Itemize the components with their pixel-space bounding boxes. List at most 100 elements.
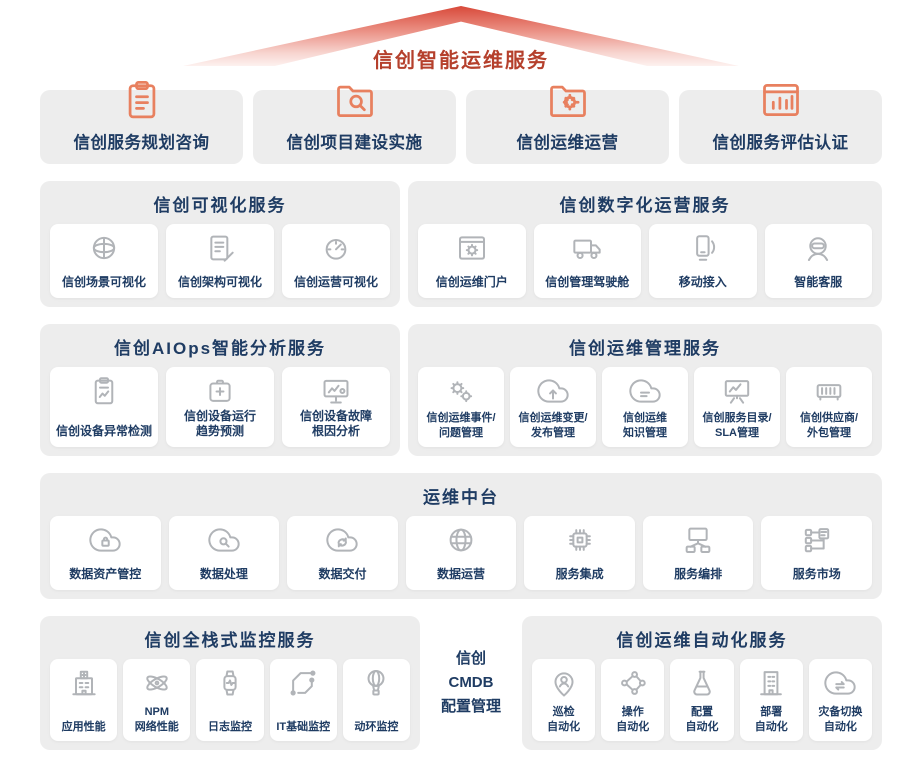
panel-itsm-management: 信创运维管理服务 信创运维事件/ 问题管理 信创运维变更/ 发布管理 信创运维 …	[408, 324, 882, 456]
service-card-label: 信创运维门户	[435, 275, 508, 290]
top-service-label: 信创服务评估认证	[712, 134, 849, 152]
service-card: 数据运营	[405, 516, 517, 590]
service-card: IT基础监控	[269, 659, 337, 741]
monitor-chart-icon	[320, 375, 352, 407]
service-card: 信创运维 知识管理	[602, 367, 688, 447]
portal-window-gear-icon	[456, 232, 488, 264]
anomaly-report-icon	[88, 375, 120, 407]
service-card-label: 配置 自动化	[685, 706, 719, 733]
service-card: 信创场景可视化	[50, 224, 158, 298]
service-card-label: 移动接入	[678, 275, 727, 290]
panel-title: 信创AIOps智能分析服务	[113, 339, 327, 358]
service-card: 信创设备故障 根因分析	[282, 367, 390, 447]
service-card: 信创运维门户	[418, 224, 526, 298]
service-card-label: 信创运维事件/ 问题管理	[426, 412, 496, 439]
panel-items: 巡检 自动化 操作 自动化 配置 自动化 部署 自动化	[532, 659, 873, 741]
top-service-card-planning: 信创服务规划咨询	[40, 90, 243, 164]
service-card-label: 灾备切换 自动化	[818, 706, 863, 733]
service-card-label: 数据交付	[318, 567, 367, 582]
panel-visualization: 信创可视化服务 信创场景可视化 信创架构可视化 信创运营可视化	[40, 181, 400, 307]
service-card-label: 信创设备异常检测	[55, 424, 152, 439]
clipboard-list-icon	[120, 78, 164, 122]
smartwatch-icon	[214, 667, 246, 699]
gears-icon	[445, 375, 477, 407]
service-card: 巡检 自动化	[532, 659, 596, 741]
service-card-label: 信创运维 知识管理	[623, 412, 667, 439]
folder-gear-icon	[546, 78, 590, 122]
panel-items: 信创运维事件/ 问题管理 信创运维变更/ 发布管理 信创运维 知识管理 信创服务…	[418, 367, 872, 447]
sla-board-icon	[721, 375, 753, 407]
diagram-content: 信创服务规划咨询 信创项目建设实施 信创运维运营 信创服务评估认证 信创可视化服…	[40, 90, 882, 750]
cloud-failover-icon	[824, 667, 856, 699]
service-card: 信创运维事件/ 问题管理	[418, 367, 504, 447]
circuit-icon	[287, 667, 319, 699]
service-card: 数据处理	[168, 516, 280, 590]
cloud-knowledge-icon	[629, 375, 661, 407]
cloud-upload-icon	[537, 375, 569, 407]
globe-scene-icon	[88, 232, 120, 264]
row-aiops-management: 信创AIOps智能分析服务 信创设备异常检测 信创设备运行 趋势预测 信创设备故…	[40, 324, 882, 456]
service-card-label: 数据处理	[199, 567, 248, 582]
service-card-label: 信创设备故障 根因分析	[299, 408, 372, 439]
service-card-label: 数据资产管控	[69, 567, 142, 582]
service-card: 信创供应商/ 外包管理	[786, 367, 872, 447]
service-card: NPM 网络性能	[123, 659, 191, 741]
panel-items: 应用性能 NPM 网络性能 日志监控 IT基础监控	[50, 659, 411, 741]
service-card: 灾备切换 自动化	[808, 659, 873, 741]
container-icon	[813, 375, 845, 407]
row-visualization-digital: 信创可视化服务 信创场景可视化 信创架构可视化 信创运营可视化	[40, 181, 882, 307]
service-card: 服务集成	[524, 516, 635, 590]
top-service-card-operations: 信创运维运营	[466, 90, 669, 164]
service-card-label: 信创服务目录/ SLA管理	[702, 412, 772, 439]
service-card-label: 服务市场	[792, 567, 841, 582]
main-title: 信创智能运维服务	[373, 50, 549, 72]
top-services-row: 信创服务规划咨询 信创项目建设实施 信创运维运营 信创服务评估认证	[40, 90, 882, 164]
chart-window-icon	[759, 78, 803, 122]
service-card-label: 应用性能	[61, 720, 106, 733]
row-middle-platform: 运维中台 数据资产管控 数据处理 数据交付	[40, 473, 882, 599]
service-card: 信创运营可视化	[282, 224, 390, 298]
service-card-label: 信创供应商/ 外包管理	[799, 412, 859, 439]
service-card-label: 信创设备运行 趋势预测	[183, 408, 256, 439]
service-card: 服务编排	[642, 516, 754, 590]
service-card-label: 服务集成	[555, 567, 604, 582]
chip-icon	[564, 524, 596, 556]
smart-agent-icon	[802, 232, 834, 264]
medkit-icon	[204, 375, 236, 407]
service-card-label: NPM 网络性能	[134, 706, 179, 733]
top-service-card-implementation: 信创项目建设实施	[253, 90, 456, 164]
top-service-card-certification: 信创服务评估认证	[679, 90, 882, 164]
folder-search-icon	[333, 78, 377, 122]
app-performance-icon	[68, 667, 100, 699]
service-card: 数据交付	[287, 516, 398, 590]
flask-icon	[686, 667, 718, 699]
branch-network-icon	[617, 667, 649, 699]
truck-icon	[571, 232, 603, 264]
top-service-label: 信创项目建设实施	[286, 134, 423, 152]
top-service-label: 信创运维运营	[516, 134, 619, 152]
service-card-label: 动环监控	[354, 720, 399, 733]
service-card-label: 信创运维变更/ 发布管理	[518, 412, 588, 439]
row-monitoring-automation: 信创全栈式监控服务 应用性能 NPM 网络性能 日志监控	[40, 616, 882, 750]
balloon-icon	[360, 667, 392, 699]
service-card-label: 巡检 自动化	[547, 706, 581, 733]
service-card-label: 日志监控	[208, 720, 252, 733]
service-card-label: IT基础监控	[276, 720, 331, 733]
panel-items: 信创运维门户 信创管理驾驶舱 移动接入 智能客服	[418, 224, 872, 298]
service-card-label: 信创场景可视化	[61, 275, 146, 290]
service-card: 日志监控	[196, 659, 264, 741]
panel-automation: 信创运维自动化服务 巡检 自动化 操作 自动化 配置 自动化	[522, 616, 882, 750]
service-card: 信创设备异常检测	[50, 367, 158, 447]
cloud-search-icon	[208, 524, 240, 556]
monitor-nodes-icon	[682, 524, 714, 556]
service-card: 部署 自动化	[739, 659, 803, 741]
service-card-label: 操作 自动化	[616, 706, 650, 733]
atom-icon	[141, 667, 173, 699]
service-card-label: 部署 自动化	[754, 706, 788, 733]
service-card: 信创设备运行 趋势预测	[166, 367, 274, 447]
panel-title: 信创运维自动化服务	[616, 631, 788, 650]
service-card-label: 服务编排	[674, 567, 723, 582]
panel-items: 信创场景可视化 信创架构可视化 信创运营可视化	[50, 224, 390, 298]
service-card: 信创运维变更/ 发布管理	[510, 367, 596, 447]
